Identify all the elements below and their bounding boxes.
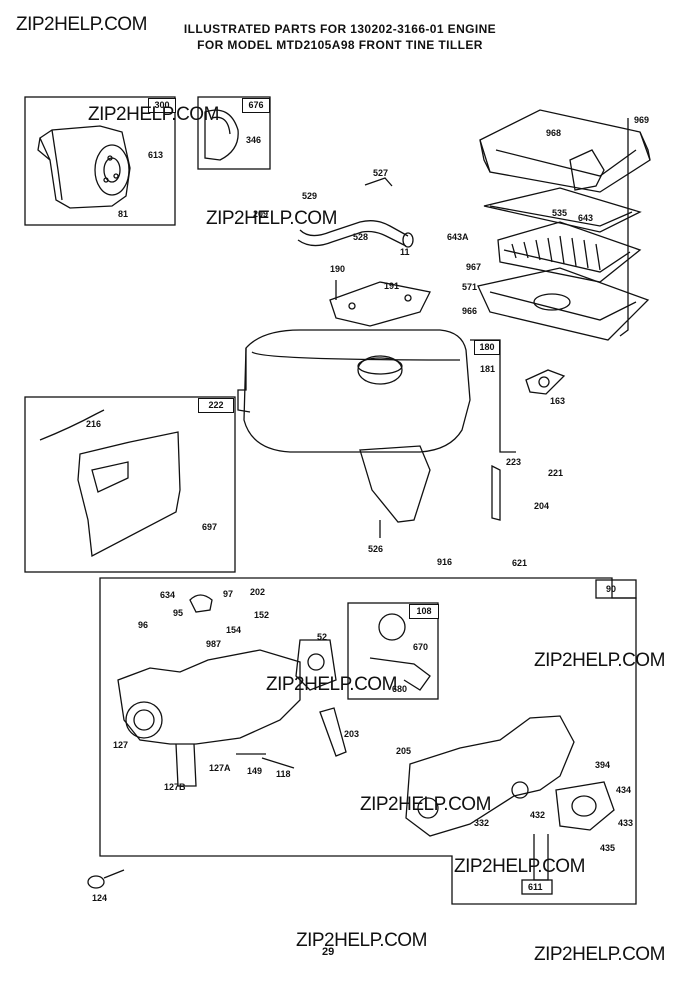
part-528: 528 <box>353 232 369 242</box>
watermark-lower-right: ZIP2HELP.COM <box>454 856 585 877</box>
part-202: 202 <box>250 587 266 597</box>
box-label-90: 90 <box>606 584 617 594</box>
part-535: 535 <box>552 208 568 218</box>
part-81: 81 <box>118 209 129 219</box>
air-cleaner-drawing <box>477 109 651 341</box>
part-205: 205 <box>396 746 412 756</box>
box-label-300: 300 <box>148 98 176 113</box>
box-label-108: 108 <box>409 604 439 619</box>
gasket-163-drawing <box>525 369 566 395</box>
watermark-upper-mid: ZIP2HELP.COM <box>206 208 337 229</box>
box-90-frame <box>99 577 637 905</box>
part-969: 969 <box>634 115 650 125</box>
part-163: 163 <box>550 396 566 406</box>
part-680: 680 <box>392 684 408 694</box>
part-127a: 127A <box>209 763 231 773</box>
watermark-top-left: ZIP2HELP.COM <box>16 14 147 35</box>
part-127b: 127B <box>164 782 186 792</box>
box-label-180: 180 <box>474 340 500 355</box>
watermark-box300: ZIP2HELP.COM <box>88 104 219 125</box>
part-95: 95 <box>173 608 184 618</box>
part-643: 643 <box>578 213 594 223</box>
box-label-676: 676 <box>242 98 270 113</box>
box-108-frame <box>347 602 439 700</box>
box-label-222: 222 <box>198 398 234 413</box>
watermark-bottom-center: ZIP2HELP.COM <box>296 930 427 951</box>
box-label-611: 611 <box>528 882 543 892</box>
part-190: 190 <box>330 264 346 274</box>
carburetor-drawing <box>117 594 347 787</box>
part-149: 149 <box>247 766 263 776</box>
watermark-carb-left: ZIP2HELP.COM <box>266 674 397 695</box>
box-90-label-frame <box>595 579 637 599</box>
box-611-frame <box>521 879 553 895</box>
part-152: 152 <box>254 610 270 620</box>
part-968: 968 <box>546 128 562 138</box>
part-916: 916 <box>437 557 453 567</box>
part-967: 967 <box>466 262 482 272</box>
page-number: 29 <box>322 946 335 958</box>
part-346: 346 <box>246 135 262 145</box>
part-118: 118 <box>276 769 291 779</box>
page-title-line2: FOR MODEL MTD2105A98 FRONT TINE TILLER <box>197 38 483 52</box>
part-433: 433 <box>618 818 634 828</box>
part-124: 124 <box>92 893 108 903</box>
bracket-drawing <box>359 445 501 538</box>
part-52: 52 <box>317 632 328 642</box>
box-676-frame <box>197 96 271 170</box>
part-127: 127 <box>113 740 129 750</box>
part-96: 96 <box>138 620 149 630</box>
screw-124-drawing <box>87 869 125 889</box>
choke-parts-drawing <box>369 613 431 691</box>
part-434: 434 <box>616 785 632 795</box>
part-435: 435 <box>600 843 616 853</box>
muffler-drawing <box>37 125 131 209</box>
part-643a: 643A <box>447 232 469 242</box>
part-203: 203 <box>344 729 360 739</box>
gasket-191-drawing <box>329 280 431 327</box>
part-527: 527 <box>373 168 389 178</box>
part-97: 97 <box>223 589 234 599</box>
box-180-frame <box>470 339 516 453</box>
box-222-frame <box>24 396 236 573</box>
part-966: 966 <box>462 306 478 316</box>
watermark-carb-right: ZIP2HELP.COM <box>360 794 491 815</box>
part-216: 216 <box>86 419 102 429</box>
page-title-line1: ILLUSTRATED PARTS FOR 130202-3166-01 ENG… <box>183 22 497 36</box>
part-204: 204 <box>534 501 550 511</box>
part-621: 621 <box>512 558 528 568</box>
part-670: 670 <box>413 642 429 652</box>
box-300-frame <box>24 96 176 226</box>
part-613: 613 <box>148 150 164 160</box>
part-209: 209 <box>253 209 269 219</box>
part-697: 697 <box>202 522 218 532</box>
watermark-bottom-right: ZIP2HELP.COM <box>534 944 665 965</box>
watermark-right: ZIP2HELP.COM <box>534 650 665 671</box>
fuel-tank-drawing <box>237 329 471 453</box>
part-394: 394 <box>595 760 611 770</box>
part-332: 332 <box>474 818 490 828</box>
breather-tube-drawing <box>297 177 414 248</box>
part-634: 634 <box>160 590 176 600</box>
part-987: 987 <box>206 639 222 649</box>
part-223: 223 <box>506 457 522 467</box>
part-191: 191 <box>384 281 400 291</box>
part-181: 181 <box>480 364 496 374</box>
control-plate-drawing <box>39 409 181 558</box>
part-571: 571 <box>462 282 478 292</box>
part-221: 221 <box>548 468 564 478</box>
part-154: 154 <box>226 625 242 635</box>
part-11: 11 <box>400 247 410 257</box>
part-526: 526 <box>368 544 384 554</box>
part-432: 432 <box>530 810 546 820</box>
muffler-guard-drawing <box>204 109 239 161</box>
part-529: 529 <box>302 191 318 201</box>
